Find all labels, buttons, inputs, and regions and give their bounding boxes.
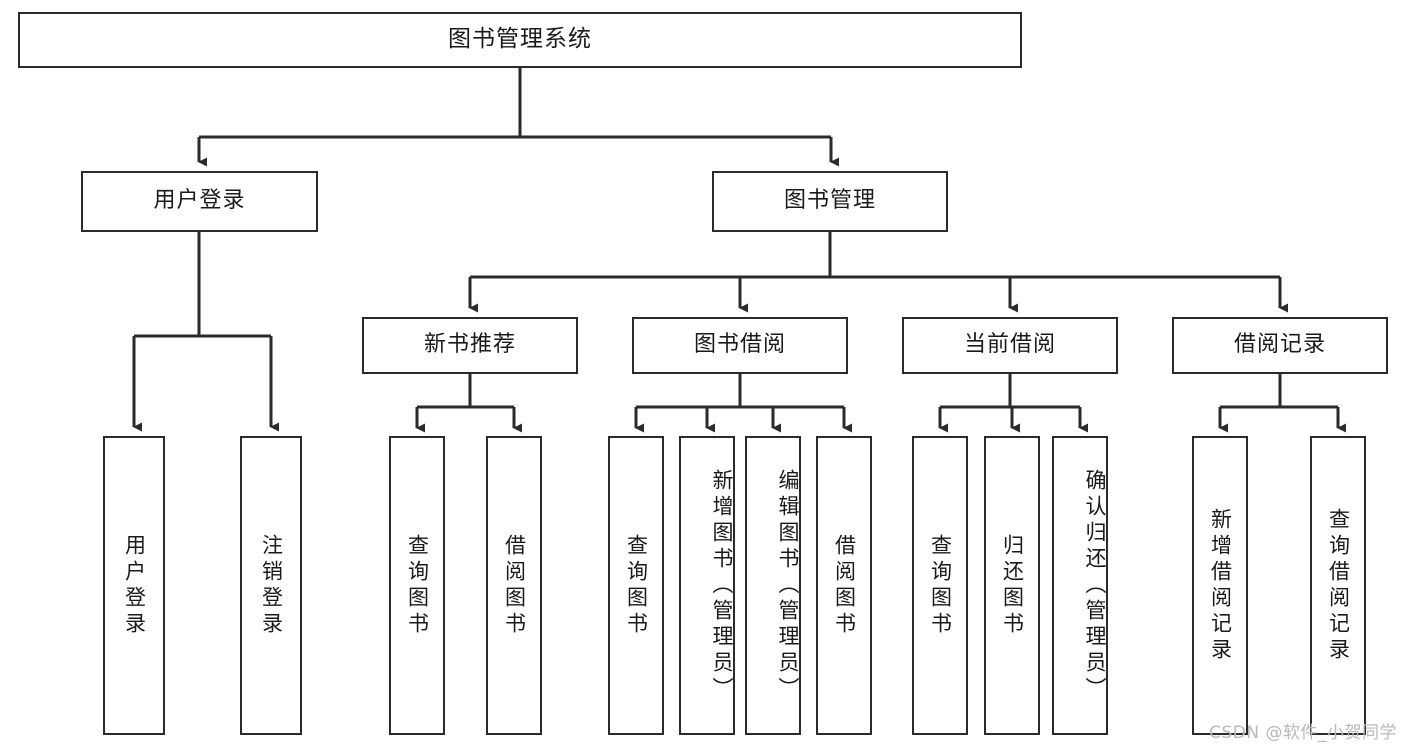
node-leaf-borrow-book[interactable]: 借阅图书: [816, 436, 872, 735]
node-leaf-query-borrow-record[interactable]: 查询借阅记录: [1310, 436, 1366, 735]
node-user-login-label: 用户登录: [153, 188, 246, 214]
watermark: CSDN @软件_小贺同学: [1209, 723, 1397, 743]
node-leaf-logout-label: 注销登录: [259, 533, 284, 638]
node-leaf-borrow-book-recommend[interactable]: 借阅图书: [486, 436, 542, 735]
node-book-borrow[interactable]: 图书借阅: [632, 317, 848, 374]
node-current-borrow-label: 当前借阅: [963, 332, 1056, 358]
node-leaf-add-book[interactable]: 新增图书（管理员）: [679, 436, 735, 735]
node-leaf-confirm-return-label: 确认归还（管理员）: [1083, 468, 1107, 703]
node-leaf-add-borrow-record-label: 新增借阅记录: [1208, 507, 1233, 664]
node-leaf-edit-book[interactable]: 编辑图书（管理员）: [745, 436, 801, 735]
node-leaf-borrow-book-recommend-label: 借阅图书: [502, 533, 527, 638]
node-leaf-query-book-current-label: 查询图书: [928, 533, 953, 638]
node-leaf-query-book-current[interactable]: 查询图书: [912, 436, 968, 735]
node-leaf-add-borrow-record[interactable]: 新增借阅记录: [1192, 436, 1248, 735]
node-leaf-borrow-book-label: 借阅图书: [832, 533, 857, 638]
node-new-book-recommend-label: 新书推荐: [423, 332, 516, 358]
node-book-borrow-label: 图书借阅: [693, 332, 786, 358]
node-leaf-query-book-recommend[interactable]: 查询图书: [389, 436, 445, 735]
node-current-borrow[interactable]: 当前借阅: [902, 317, 1118, 374]
node-user-login[interactable]: 用户登录: [81, 171, 318, 232]
node-leaf-return-book[interactable]: 归还图书: [984, 436, 1040, 735]
node-leaf-query-book-borrow[interactable]: 查询图书: [608, 436, 664, 735]
node-borrow-records-label: 借阅记录: [1233, 332, 1326, 358]
node-leaf-edit-book-label: 编辑图书（管理员）: [776, 468, 800, 703]
node-leaf-logout[interactable]: 注销登录: [240, 436, 302, 735]
node-leaf-add-book-label: 新增图书（管理员）: [710, 468, 734, 703]
node-borrow-records[interactable]: 借阅记录: [1172, 317, 1388, 374]
node-leaf-query-book-recommend-label: 查询图书: [405, 533, 430, 638]
node-leaf-query-book-borrow-label: 查询图书: [624, 533, 649, 638]
node-root-label: 图书管理系统: [448, 26, 592, 53]
node-book-management-label: 图书管理: [783, 188, 876, 214]
node-leaf-query-borrow-record-label: 查询借阅记录: [1326, 507, 1351, 664]
node-leaf-user-login[interactable]: 用户登录: [103, 436, 165, 735]
node-leaf-user-login-label: 用户登录: [122, 533, 147, 638]
node-leaf-confirm-return[interactable]: 确认归还（管理员）: [1052, 436, 1108, 735]
node-root[interactable]: 图书管理系统: [18, 12, 1022, 68]
node-book-management[interactable]: 图书管理: [712, 171, 948, 232]
node-new-book-recommend[interactable]: 新书推荐: [362, 317, 578, 374]
node-leaf-return-book-label: 归还图书: [1000, 533, 1025, 638]
